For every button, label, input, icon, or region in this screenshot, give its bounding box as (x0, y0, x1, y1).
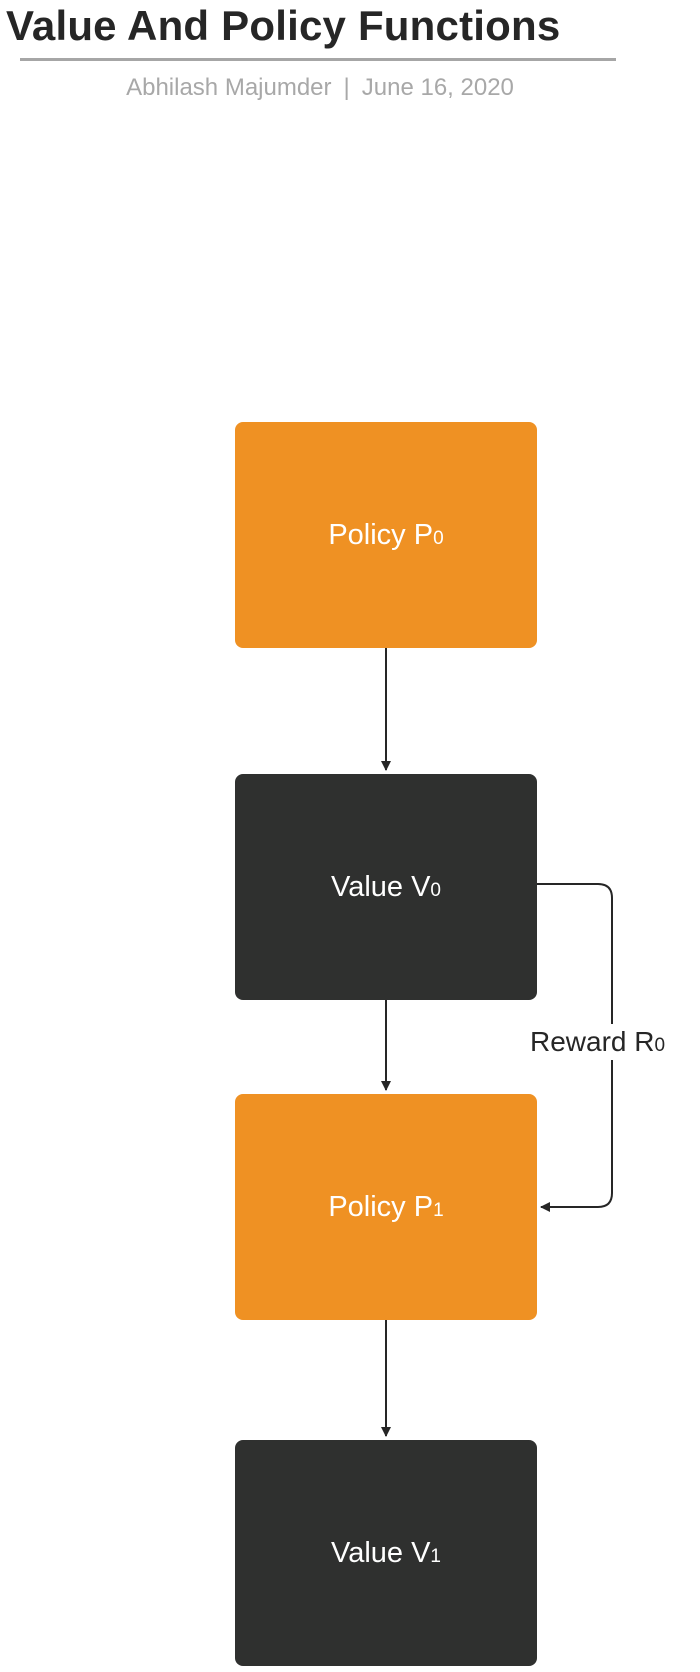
node-label: Value V0 (331, 870, 441, 903)
reward-edge-label: Reward R0 (530, 1024, 666, 1060)
node-policy-p1: Policy P1 (235, 1094, 537, 1320)
node-label: Policy P1 (328, 1190, 444, 1223)
node-policy-p0: Policy P0 (235, 422, 537, 648)
title-divider (20, 58, 616, 61)
page-title: Value And Policy Functions (6, 2, 561, 49)
node-value-v1: Value V1 (235, 1440, 537, 1666)
publish-date: June 16, 2020 (361, 74, 514, 101)
author-name: Abhilash Majumder (126, 74, 332, 101)
node-value-v0: Value V0 (235, 774, 537, 1000)
node-label: Policy P0 (328, 518, 444, 551)
node-label: Value V1 (331, 1536, 441, 1569)
byline-separator: | (343, 74, 350, 101)
byline: Abhilash Majumder | June 16, 2020 (0, 74, 640, 102)
